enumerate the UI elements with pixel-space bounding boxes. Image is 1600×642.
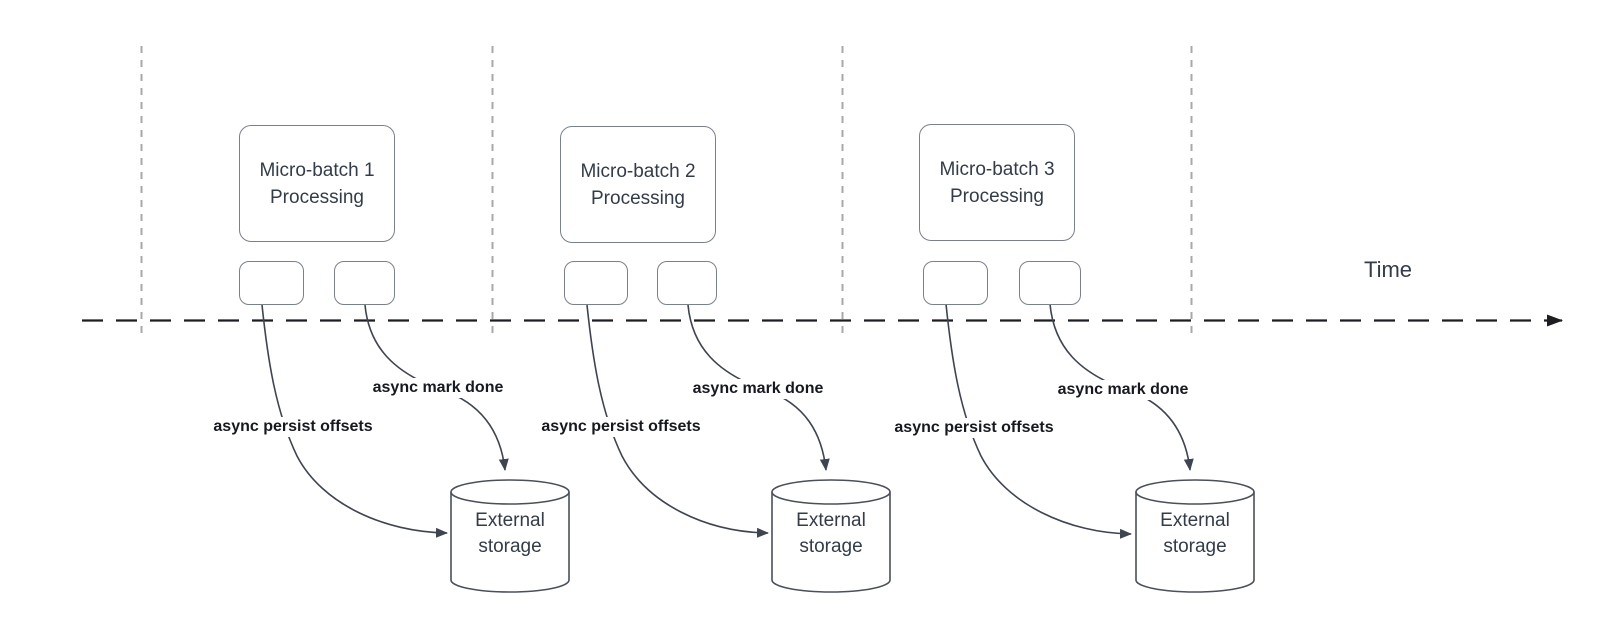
external-storage-cylinder-3 (1135, 479, 1255, 593)
external-storage-label-2-line2: storage (799, 536, 863, 557)
micro-batch-1-offset-task-box (239, 261, 304, 305)
micro-batch-1-done-task-box (334, 261, 395, 305)
async-mark-done-label-2: async mark done (689, 379, 827, 399)
micro-batch-2-label-line2: Processing (591, 187, 685, 209)
micro-batch-2-offset-task-box (564, 261, 628, 305)
micro-batch-2-done-task-box (657, 261, 717, 305)
arrow-async-persist-offsets-2 (586, 304, 769, 538)
micro-batch-3-label-line1: Micro-batch 3 (939, 158, 1055, 180)
micro-batch-3-done-task-box (1019, 261, 1081, 305)
async-persist-offsets-label-2: async persist offsets (538, 417, 704, 437)
async-mark-done-label-3: async mark done (1054, 380, 1192, 400)
micro-batch-1-label-line2: Processing (270, 186, 364, 208)
external-storage-cylinder-2 (771, 479, 891, 593)
micro-batch-2-label-line1: Micro-batch 2 (580, 160, 696, 182)
external-storage-label-3-line2: storage (1163, 536, 1227, 557)
external-storage-label-3: External storage (1136, 508, 1254, 560)
async-persist-offsets-label-1: async persist offsets (210, 417, 376, 437)
external-storage-label-2: External storage (772, 508, 890, 560)
micro-batch-3-offset-task-box (923, 261, 988, 305)
time-axis-label: Time (1363, 257, 1413, 282)
external-storage-label-1: External storage (451, 508, 569, 560)
micro-batch-1-processing-box: Micro-batch 1 Processing (239, 125, 395, 242)
external-storage-label-3-line1: External (1160, 510, 1230, 531)
arrow-async-persist-offsets-1 (261, 304, 448, 538)
external-storage-label-1-line1: External (475, 510, 545, 531)
micro-batch-2-processing-box: Micro-batch 2 Processing (560, 126, 716, 243)
micro-batch-1-label-line1: Micro-batch 1 (259, 159, 375, 181)
external-storage-label-1-line2: storage (478, 536, 542, 557)
micro-batch-3-label-line2: Processing (950, 185, 1044, 207)
external-storage-cylinder-1 (450, 479, 570, 593)
micro-batch-3-processing-box: Micro-batch 3 Processing (919, 124, 1075, 241)
arrow-async-persist-offsets-3 (945, 303, 1132, 539)
async-mark-done-label-1: async mark done (369, 378, 507, 398)
external-storage-label-2-line1: External (796, 510, 866, 531)
async-persist-offsets-label-3: async persist offsets (891, 418, 1057, 438)
